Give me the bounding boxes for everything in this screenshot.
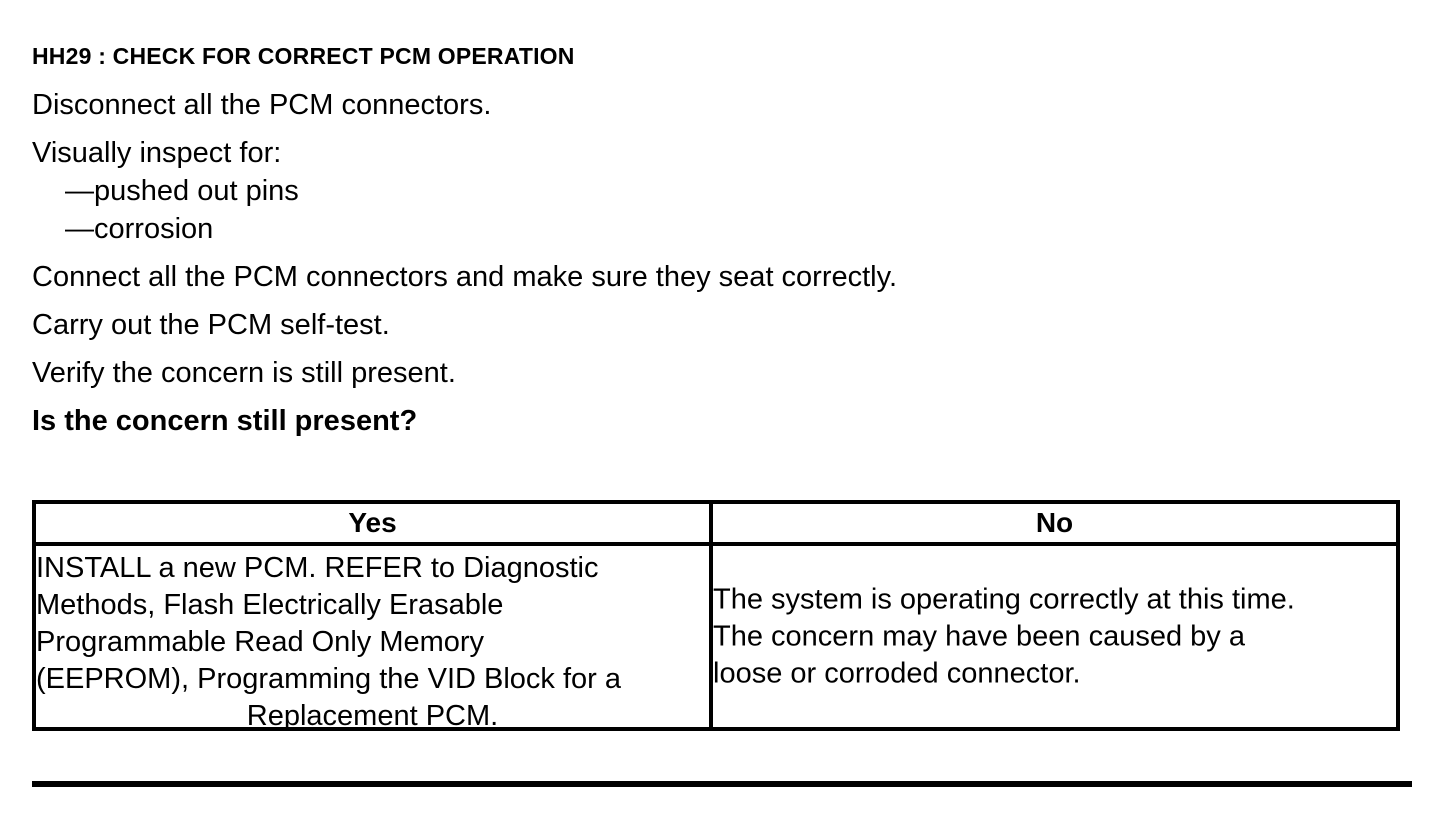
table-cell-no-action: The system is operating correctly at thi… bbox=[713, 546, 1396, 727]
yes-action-line-5: Replacement PCM. bbox=[246, 700, 499, 732]
page-title: HH29 : CHECK FOR CORRECT PCM OPERATION bbox=[32, 43, 575, 69]
instruction-line-inspect: Visually inspect for: bbox=[32, 137, 282, 169]
no-action-line-1: The system is operating correctly at thi… bbox=[713, 583, 1295, 615]
table-header-cell-no: No bbox=[713, 504, 1396, 542]
instruction-line-self-test: Carry out the PCM self-test. bbox=[32, 309, 390, 341]
instruction-line-verify: Verify the concern is still present. bbox=[32, 357, 456, 389]
yes-action-line-4: (EEPROM), Programming the VID Block for … bbox=[36, 663, 621, 695]
yes-action-line-1: INSTALL a new PCM. REFER to Diagnostic bbox=[36, 552, 599, 584]
no-action-text: The system is operating correctly at thi… bbox=[713, 581, 1396, 692]
instruction-line-disconnect: Disconnect all the PCM connectors. bbox=[32, 89, 492, 121]
no-action-line-3: loose or corroded connector. bbox=[713, 657, 1081, 689]
decision-table: Yes No INSTALL a new PCM. REFER to Diagn… bbox=[32, 500, 1400, 732]
table-header-row: Yes No bbox=[36, 504, 1396, 546]
yes-action-line-3: Programmable Read Only Memory bbox=[36, 626, 485, 658]
instruction-subitem-corrosion: —corrosion bbox=[65, 213, 214, 245]
yes-action-line-2: Methods, Flash Electrically Erasable bbox=[36, 589, 504, 621]
instruction-list: Disconnect all the PCM connectors. Visua… bbox=[32, 88, 1412, 438]
decision-question: Is the concern still present? bbox=[32, 405, 418, 437]
table-row: INSTALL a new PCM. REFER to Diagnostic M… bbox=[36, 546, 1396, 732]
instruction-subitem-pushed-out-pins: —pushed out pins bbox=[65, 175, 299, 207]
instruction-line-connect: Connect all the PCM connectors and make … bbox=[32, 261, 898, 293]
table-header-cell-yes: Yes bbox=[36, 504, 713, 542]
column-header-yes: Yes bbox=[348, 507, 397, 538]
bottom-divider-rule bbox=[32, 781, 1412, 787]
yes-action-text: INSTALL a new PCM. REFER to Diagnostic M… bbox=[36, 550, 709, 735]
column-header-no: No bbox=[1035, 507, 1074, 538]
table-cell-yes-action: INSTALL a new PCM. REFER to Diagnostic M… bbox=[36, 546, 713, 732]
no-action-line-2: The concern may have been caused by a bbox=[713, 620, 1245, 652]
